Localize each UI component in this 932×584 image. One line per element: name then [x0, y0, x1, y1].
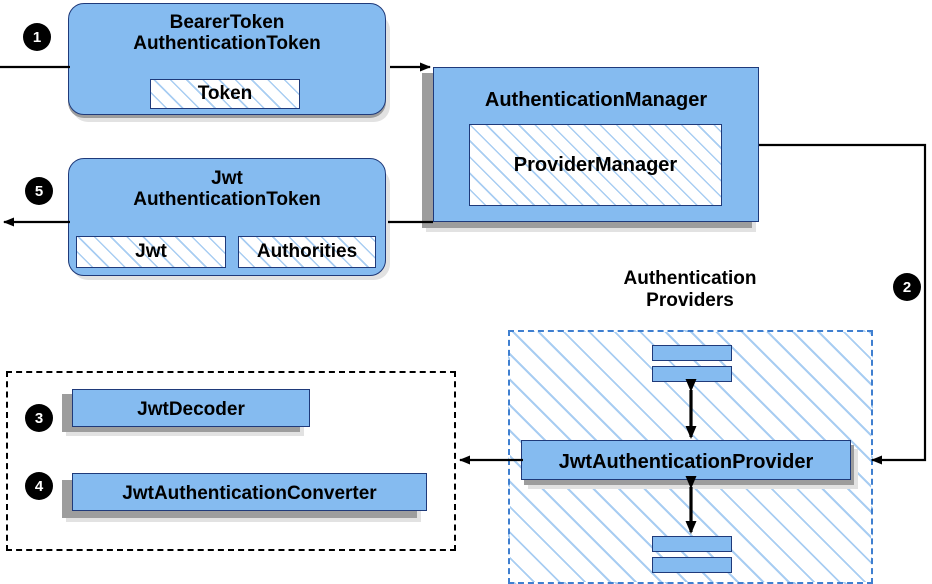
provider-bar-bottom-2 [652, 557, 732, 573]
jwt-decoder-title: JwtDecoder [137, 399, 245, 420]
step-badge-2: 2 [894, 274, 920, 300]
jwt-token-title-line1: Jwt [211, 168, 243, 189]
bearer-token-title-line2: AuthenticationToken [133, 33, 321, 55]
jwt-token-title-line2: AuthenticationToken [133, 189, 321, 211]
jwt-token-title: Jwt AuthenticationToken [69, 168, 385, 211]
authentication-manager-title: AuthenticationManager [484, 89, 708, 111]
authentication-providers-label: Authentication Providers [590, 268, 790, 312]
authorities-label: Authorities [256, 241, 358, 262]
jwt-decoder-node[interactable]: JwtDecoder [72, 389, 310, 427]
authentication-providers-label-line2: Providers [646, 289, 734, 311]
jwt-box[interactable]: Jwt [76, 236, 226, 268]
jwt-authentication-converter-title: JwtAuthenticationConverter [122, 483, 377, 504]
authorities-box[interactable]: Authorities [238, 236, 376, 268]
token-box[interactable]: Token [150, 79, 300, 109]
provider-manager-label: ProviderManager [513, 153, 678, 176]
jwt-authentication-converter-node[interactable]: JwtAuthenticationConverter [72, 473, 427, 511]
jwt-authentication-provider-node[interactable]: JwtAuthenticationProvider [521, 440, 851, 480]
bearer-token-title-line1: BearerToken [169, 12, 285, 33]
bearer-token-title: BearerToken AuthenticationToken [69, 12, 385, 55]
token-label: Token [197, 83, 253, 104]
provider-bar-bottom-1 [652, 536, 732, 552]
provider-bar-top-1 [652, 345, 732, 361]
authentication-providers-label-line1: Authentication [623, 268, 757, 289]
step-badge-3: 3 [26, 405, 52, 431]
provider-manager-box[interactable]: ProviderManager [469, 124, 722, 206]
provider-bar-top-2 [652, 366, 732, 382]
step-badge-1: 1 [24, 24, 50, 50]
jwt-authentication-provider-title: JwtAuthenticationProvider [558, 451, 814, 473]
step-badge-5: 5 [26, 178, 52, 204]
jwt-support-group [6, 371, 456, 551]
step-badge-4: 4 [26, 473, 52, 499]
jwt-label: Jwt [135, 241, 167, 262]
